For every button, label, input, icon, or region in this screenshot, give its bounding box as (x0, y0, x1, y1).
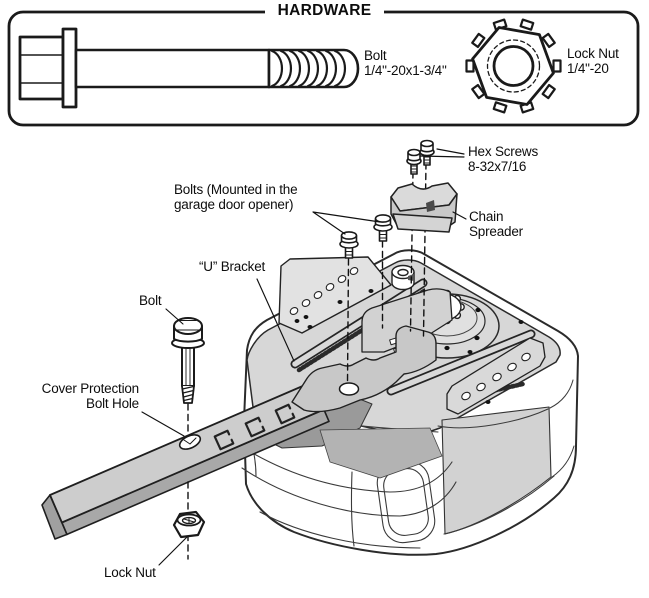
hex-screw-1 (406, 148, 422, 175)
hardware-locknut-illustration (465, 18, 562, 114)
main-lock-nut (172, 510, 206, 539)
cover-protection-bolt-hole (178, 434, 202, 450)
rail-slots (213, 403, 296, 451)
trolley-assembly (291, 288, 453, 413)
bolt-label: Bolt (139, 293, 162, 308)
chain-spreader-label: Chain Spreader (469, 209, 523, 239)
cover-protection-bolt (171, 317, 205, 404)
bolts-mounted-label: Bolts (Mounted in the garage door opener… (174, 182, 298, 212)
collar-part (391, 264, 415, 291)
mounting-bolt-2 (373, 214, 393, 242)
hardware-bolt-illustration (18, 27, 360, 109)
leader-lines (141, 148, 467, 566)
hardware-locknut-label: Lock Nut 1/4"-20 (567, 46, 619, 76)
hex-screws-label: Hex Screws 8-32x7/16 (468, 144, 539, 174)
right-strap-bracket (446, 337, 546, 415)
hex-screw-2 (419, 139, 435, 166)
lock-nut-label: Lock Nut (104, 565, 156, 580)
hardware-box (7, 10, 640, 127)
u-bracket-label: “U” Bracket (199, 259, 266, 274)
rail (41, 381, 330, 540)
hardware-bolt-label: Bolt 1/4"-20x1-3/4" (364, 48, 447, 78)
u-bracket-part (278, 256, 392, 334)
chain-spreader-part (390, 182, 458, 233)
mounting-bolt-1 (339, 231, 359, 259)
cover-protection-label: Cover Protection Bolt Hole (41, 381, 140, 411)
